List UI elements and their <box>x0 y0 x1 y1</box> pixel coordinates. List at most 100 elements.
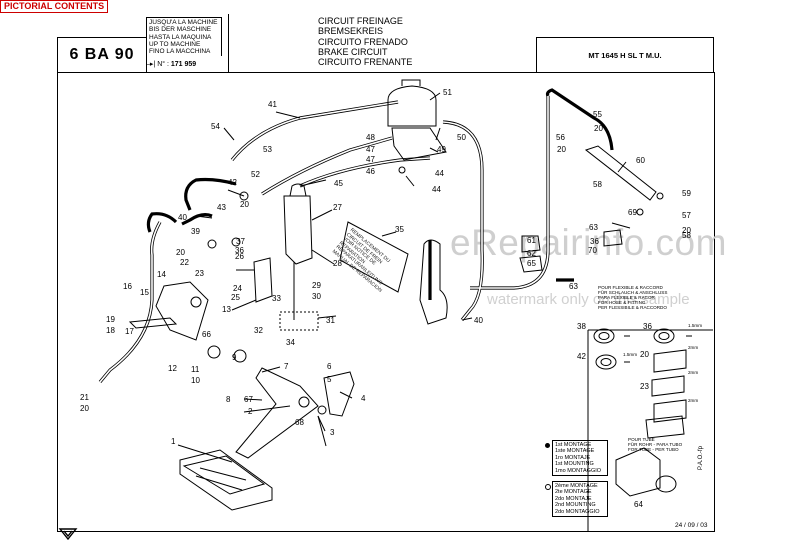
callout-44: 44 <box>435 169 444 178</box>
callout-67: 67 <box>244 395 253 404</box>
callout-60: 60 <box>636 156 645 165</box>
callout-6: 6 <box>327 362 332 371</box>
callout-42: 42 <box>228 178 237 187</box>
callout-34: 34 <box>286 338 295 347</box>
tube-note-top: POUR FLEXIBLE & RACCORD FÜR SCHLAUCH & A… <box>598 285 667 310</box>
callout-27: 27 <box>333 203 342 212</box>
callout-3: 3 <box>330 428 335 437</box>
callout-16: 16 <box>123 282 132 291</box>
next-page-arrow-icon[interactable] <box>58 527 78 543</box>
callout-62: 62 <box>527 249 536 258</box>
watermark-sample: watermark only on this sample <box>487 291 690 308</box>
callout-64: 64 <box>634 500 643 509</box>
callout-20: 20 <box>682 226 691 235</box>
legend-line: 2nd MOUNTING <box>555 502 596 509</box>
machine-limit-line: JUSQU'A LA MACHINE <box>149 19 218 26</box>
callout-63: 63 <box>569 282 578 291</box>
callout-57: 57 <box>682 211 691 220</box>
callout-40: 40 <box>474 316 483 325</box>
callout-20: 20 <box>557 145 566 154</box>
callout-25: 25 <box>231 293 240 302</box>
dim-text: 2mm <box>688 398 699 403</box>
legend-line: 2do MONTAJE <box>555 495 592 502</box>
legend-line: 2do MONTAGGIO <box>555 508 600 515</box>
callout-28: 28 <box>333 259 342 268</box>
callout-33: 33 <box>272 294 281 303</box>
dim-label: 2mm <box>688 398 698 403</box>
legend-line: 1ste MONTAGE <box>555 448 595 455</box>
callout-23: 23 <box>640 382 649 391</box>
callout-36: 36 <box>590 237 599 246</box>
callout-5: 5 <box>327 375 332 384</box>
model-label: MT 1645 H SL T M.U. <box>536 37 714 72</box>
legend-line: 1mo MONTAGGIO <box>555 467 602 474</box>
callout-20: 20 <box>80 404 89 413</box>
dim-label: 2mm <box>688 345 698 350</box>
tube-note-line: PER FLESSIBILE & RACCORDO <box>598 305 667 310</box>
dim-label: 1.5mm <box>688 323 702 328</box>
callout-20: 20 <box>594 124 603 133</box>
callout-12: 12 <box>168 364 177 373</box>
pictorial-contents-link[interactable]: PICTORIAL CONTENTS <box>0 0 109 13</box>
callout-24: 24 <box>233 284 242 293</box>
callout-19: 19 <box>106 315 115 324</box>
second-mounting-legend: 2ème MONTAGE 2te MONTAGE 2do MONTAJE 2nd… <box>552 481 608 518</box>
callout-8: 8 <box>226 395 231 404</box>
legend-line: 2ème MONTAGE <box>555 483 598 489</box>
callout-13: 13 <box>222 305 231 314</box>
callout-46: 46 <box>366 167 375 176</box>
callout-43: 43 <box>217 203 226 212</box>
legend-line: 1st MOUNTING <box>555 461 594 468</box>
callout-59: 59 <box>682 189 691 198</box>
callout-31: 31 <box>326 316 335 325</box>
callout-45: 45 <box>334 179 343 188</box>
callout-39: 39 <box>191 227 200 236</box>
tube-note-line: PARA FLEXIBLE & RACOR <box>598 295 655 300</box>
dim-text: 2mm <box>688 345 699 350</box>
dim-text: 1.5mm <box>623 352 638 357</box>
serial-number: 171 959 <box>170 61 197 68</box>
callout-35: 35 <box>395 225 404 234</box>
dim-text: 2mm <box>688 370 699 375</box>
callout-61: 61 <box>527 236 536 245</box>
callout-66: 66 <box>202 330 211 339</box>
callout-20: 20 <box>176 248 185 257</box>
callout-4: 4 <box>361 394 366 403</box>
callout-52: 52 <box>251 170 260 179</box>
callout-14: 14 <box>157 270 166 279</box>
tube-note-line: FÜR ROHR - PARA TUBO <box>628 442 683 447</box>
header-divider <box>228 14 229 72</box>
callout-29: 29 <box>312 281 321 290</box>
dim-text: 1.5mm <box>688 323 703 328</box>
watermark-site: eRepairinfo.com <box>450 222 727 263</box>
callout-20: 20 <box>240 200 249 209</box>
callout-17: 17 <box>125 327 134 336</box>
callout-21: 21 <box>80 393 89 402</box>
serial-number-field: –▸| N° : 171 959 <box>146 60 196 68</box>
machine-limit-line: HASTA LA MAQUINA <box>149 33 212 41</box>
callout-36: 36 <box>643 322 652 331</box>
callout-63: 63 <box>589 223 598 232</box>
callout-56: 56 <box>556 133 565 142</box>
serial-prefix: N° : <box>157 61 169 68</box>
dim-label: 2mm <box>688 370 698 375</box>
tube-note-line: FOR TUBE - PER TUBO <box>628 447 679 452</box>
callout-1: 1 <box>171 437 176 446</box>
callout-2: 2 <box>248 407 253 416</box>
machine-limit-block: JUSQU'A LA MACHINE BIS DER MASCHINE HAST… <box>146 17 222 57</box>
callout-47: 47 <box>366 145 375 154</box>
callout-47: 47 <box>366 155 375 164</box>
legend-line: 1ro MONTAJE <box>555 454 591 461</box>
callout-9: 9 <box>232 353 237 362</box>
first-mounting-legend: 1st MONTAGE 1ste MONTAGE 1ro MONTAJE 1st… <box>552 440 608 477</box>
callout-37: 37 <box>236 237 245 246</box>
tube-note-bottom: POUR TUBE FÜR ROHR - PARA TUBO FOR TUBE … <box>628 437 682 452</box>
callout-58: 58 <box>593 180 602 189</box>
callout-18: 18 <box>106 326 115 335</box>
callout-41: 41 <box>268 100 277 109</box>
callout-70: 70 <box>588 246 597 255</box>
dim-label: 1.5mm <box>623 352 637 357</box>
callout-51: 51 <box>443 88 452 97</box>
callout-54: 54 <box>211 122 220 131</box>
callout-55: 55 <box>593 110 602 119</box>
